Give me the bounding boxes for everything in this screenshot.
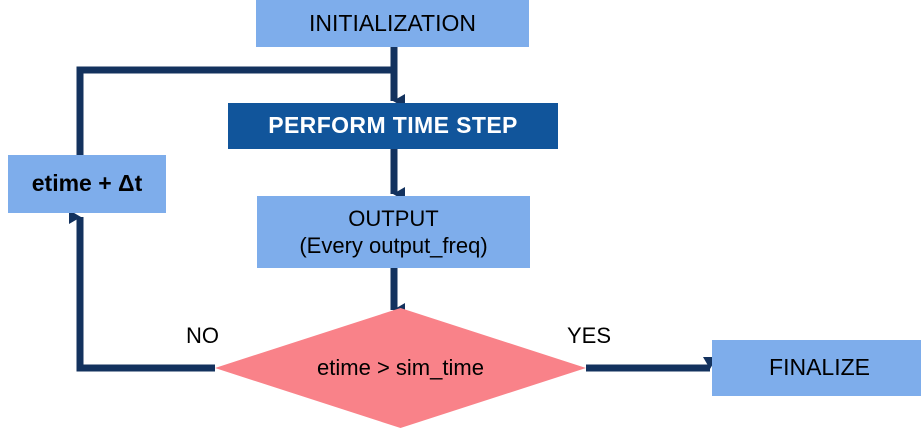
edge-etime-to-perform-time-step (76, 66, 394, 155)
edge-label-no: NO (186, 323, 219, 348)
node-perform-time-step-label: PERFORM TIME STEP (268, 112, 518, 139)
node-initialization-label: INITIALIZATION (309, 9, 476, 36)
node-etime-increment-label: etime + Δt (31, 170, 143, 197)
edge-label-yes: YES (567, 323, 612, 348)
node-decision[interactable]: etime > sim_time (215, 308, 586, 428)
node-decision-label: etime > sim_time (317, 355, 484, 380)
node-initialization[interactable]: INITIALIZATION (256, 0, 529, 47)
node-decision-label-wrap: etime > sim_time (215, 308, 586, 428)
node-finalize-label: FINALIZE (769, 354, 870, 381)
node-output-label-line1: OUTPUT (348, 205, 439, 231)
edge-decision-no-to-etime (69, 210, 215, 372)
node-etime-increment[interactable]: etime + Δt (8, 155, 166, 213)
node-output-label-line2: (Every output_freq) (299, 232, 488, 258)
node-finalize[interactable]: FINALIZE (712, 340, 921, 396)
node-perform-time-step[interactable]: PERFORM TIME STEP (228, 103, 558, 149)
node-output[interactable]: OUTPUT (Every output_freq) (257, 196, 530, 268)
